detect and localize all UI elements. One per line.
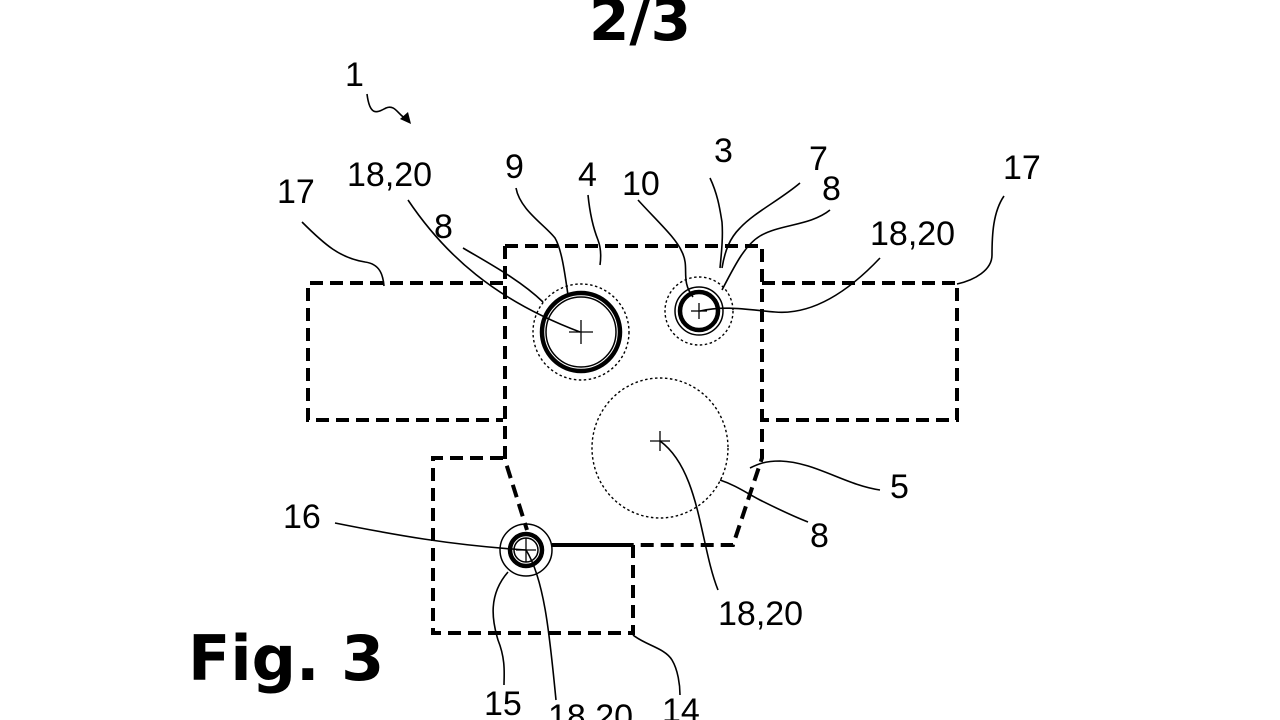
label-axis-18-20-top-right: 18,20 (870, 215, 955, 253)
label-zone-8-left: 8 (434, 208, 453, 246)
label-axis-18-20-top-left: 18,20 (347, 156, 432, 194)
label-side-4: 4 (578, 156, 597, 194)
hole-9-inner-edge (545, 296, 617, 368)
label-hole-10: 10 (622, 165, 660, 203)
leader-8-bottom (719, 479, 809, 523)
label-ring-15: 15 (484, 685, 522, 720)
label-zone-8-right: 8 (822, 170, 841, 208)
hole-9-outer-ring (532, 283, 630, 381)
label-zone-8-bottom: 8 (810, 517, 829, 555)
leader-4 (587, 194, 602, 266)
leader-3 (709, 177, 724, 269)
device-1-arrowhead (400, 112, 411, 124)
central-body-outline (503, 244, 764, 547)
leader-18-20-bottom (525, 549, 557, 701)
label-hole-16: 16 (283, 498, 321, 536)
label-side-5: 5 (890, 468, 909, 506)
label-housing-3: 3 (714, 132, 733, 170)
page-number: 2/3 (589, 0, 691, 54)
ring-15 (499, 523, 553, 577)
leader-17-right (956, 195, 1005, 285)
leader-16 (334, 522, 527, 551)
leader-8-left (462, 247, 544, 303)
label-ring-7: 7 (809, 140, 828, 178)
leader-5 (749, 460, 881, 491)
leader-18-20-center (659, 440, 719, 591)
leader-14 (632, 634, 681, 696)
hole-16 (507, 531, 545, 569)
leader-8-right (721, 209, 831, 291)
hole-9 (539, 290, 623, 374)
label-axis-18-20-center: 18,20 (718, 595, 803, 633)
label-flap-17-left: 17 (277, 173, 315, 211)
leader-18-20-top-right (699, 257, 881, 314)
lower-tab-outline (431, 456, 635, 635)
label-flap-17-right: 17 (1003, 149, 1041, 187)
leader-7 (721, 182, 801, 269)
label-tab-14: 14 (662, 692, 700, 720)
leader-15 (492, 571, 509, 686)
leader-10 (637, 199, 694, 298)
right-flap-outline (762, 281, 959, 422)
ring-7-dotted-zone (664, 276, 734, 346)
device-1-arrow (366, 93, 409, 121)
left-flap-outline (306, 281, 503, 422)
zone-8-large-dotted (591, 377, 729, 519)
ring-7 (674, 286, 724, 336)
leader-18-20-top-left (407, 199, 581, 333)
figure-title: Fig. 3 (188, 622, 385, 695)
label-device-1: 1 (345, 56, 364, 94)
label-axis-18-20-bottom: 18,20 (548, 698, 633, 720)
leader-17-left (301, 221, 385, 287)
hole-10 (677, 289, 721, 333)
label-hole-9: 9 (505, 148, 524, 186)
leader-9 (515, 187, 569, 296)
